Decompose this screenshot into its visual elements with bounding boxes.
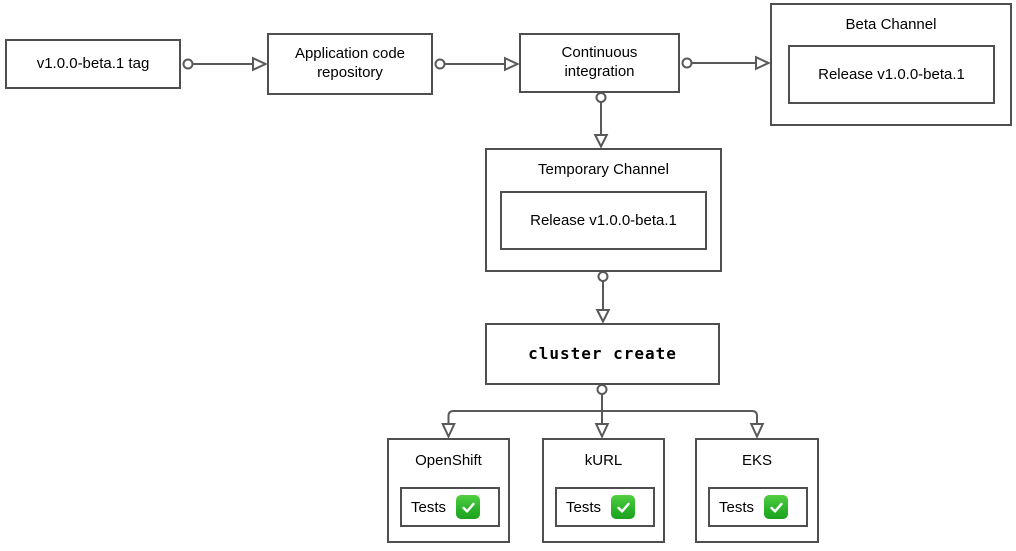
connector-repo-to-ci	[434, 56, 520, 72]
node-beta-channel: Beta Channel Release v1.0.0-beta.1	[770, 3, 1012, 126]
connector-tag-to-repo	[182, 56, 268, 72]
openshift-tests-label: Tests	[411, 498, 447, 516]
node-tag: v1.0.0-beta.1 tag	[5, 39, 181, 89]
node-eks: EKS Tests	[695, 438, 819, 543]
kurl-tests-label: Tests	[566, 498, 602, 516]
connector-temp-channel-to-cluster-create	[595, 271, 611, 324]
check-mark-icon	[764, 495, 789, 519]
temporary-channel-release-box: Release v1.0.0-beta.1	[500, 191, 707, 250]
node-cluster-create: cluster create	[485, 323, 720, 385]
node-tag-label: v1.0.0-beta.1 tag	[36, 54, 150, 72]
temporary-channel-title: Temporary Channel	[538, 161, 669, 178]
beta-channel-release-box: Release v1.0.0-beta.1	[788, 45, 995, 104]
beta-channel-title: Beta Channel	[845, 16, 937, 33]
node-continuous-integration: Continuous integration	[519, 33, 680, 93]
kurl-title: kURL	[584, 452, 623, 469]
eks-tests-box: Tests	[708, 487, 808, 527]
connector-cluster-create-to-clusters	[441, 384, 765, 439]
kurl-tests-box: Tests	[555, 487, 655, 527]
openshift-title: OpenShift	[415, 452, 482, 469]
connector-ci-to-beta-channel	[681, 55, 771, 71]
node-application-code-repository: Application code repository	[267, 33, 433, 95]
node-ci-label: Continuous integration	[561, 44, 638, 80]
node-kurl: kURL Tests	[542, 438, 665, 543]
openshift-tests-box: Tests	[400, 487, 500, 527]
check-mark-icon	[611, 495, 636, 519]
node-temporary-channel: Temporary Channel Release v1.0.0-beta.1	[485, 148, 722, 272]
temporary-channel-release-label: Release v1.0.0-beta.1	[530, 212, 677, 229]
node-openshift: OpenShift Tests	[387, 438, 510, 543]
node-repo-label: Application code repository	[294, 45, 406, 81]
eks-tests-label: Tests	[719, 498, 755, 516]
connector-ci-to-temp-channel	[593, 92, 609, 149]
check-mark-icon	[456, 495, 481, 519]
eks-title: EKS	[741, 452, 772, 469]
cluster-create-label: cluster create	[528, 344, 677, 363]
beta-channel-release-label: Release v1.0.0-beta.1	[818, 66, 965, 83]
